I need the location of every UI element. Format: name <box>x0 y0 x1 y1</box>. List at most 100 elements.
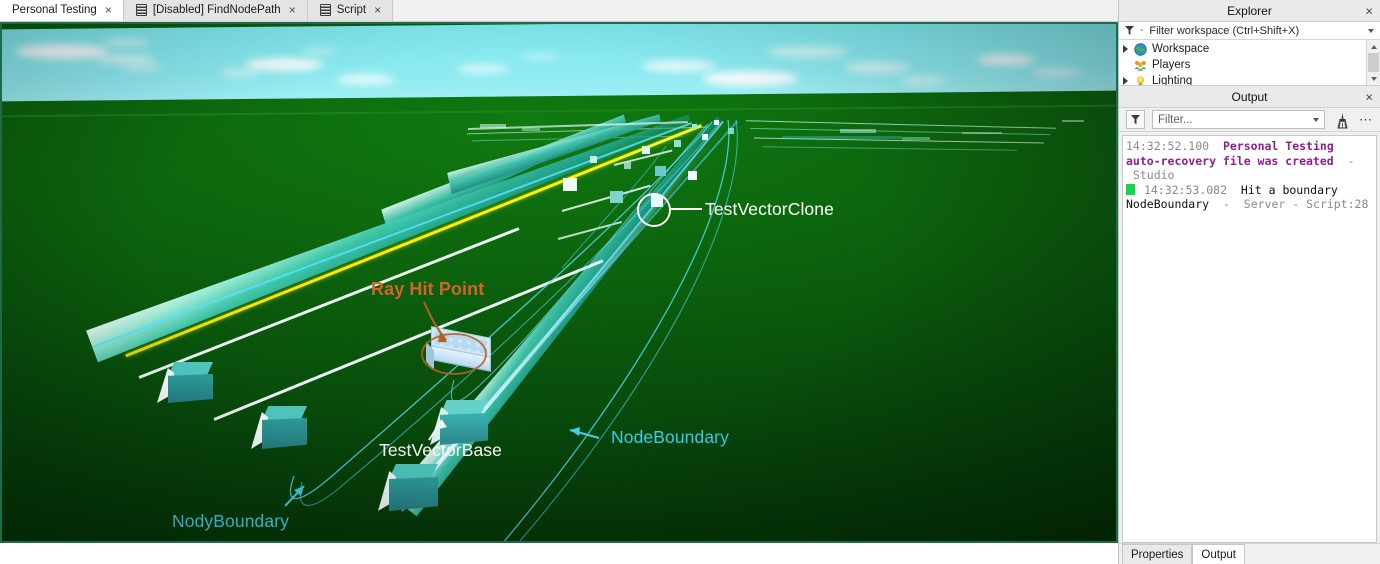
cloud <box>122 63 162 71</box>
tab-label: [Disabled] FindNodePath <box>152 4 281 16</box>
cloud <box>844 62 910 73</box>
3d-viewport[interactable]: TestVectorClone Ray Hit Point TestVector… <box>0 22 1118 543</box>
log-source: Studio <box>1132 168 1175 182</box>
explorer-filter-row[interactable]: - Filter workspace (Ctrl+Shift+X) <box>1119 22 1380 40</box>
annotation-ray-hit-point: Ray Hit Point <box>371 279 485 299</box>
tab-label: Personal Testing <box>12 3 97 16</box>
lightbulb-icon <box>1134 75 1147 85</box>
right-dock: Explorer × - Filter workspace (Ctrl+Shif… <box>1118 0 1380 564</box>
tab-findnodepath[interactable]: [Disabled] FindNodePath × <box>123 0 308 21</box>
log-entry: 14:32:53.082 Hit a boundary NodeBoundary… <box>1125 183 1374 212</box>
cloud <box>902 76 946 85</box>
explorer-filter-input[interactable]: Filter workspace (Ctrl+Shift+X) <box>1149 24 1300 37</box>
ray-hit-brick <box>426 326 494 374</box>
dock-tab-properties[interactable]: Properties <box>1122 544 1193 564</box>
script-icon <box>135 4 147 16</box>
output-filter-input[interactable]: Filter... <box>1152 110 1325 129</box>
output-filter-button[interactable] <box>1126 110 1145 129</box>
funnel-icon <box>1130 114 1141 125</box>
annotation-testvectorbase: TestVectorBase <box>379 440 502 460</box>
output-toolbar: Filter... ⋯ <box>1119 108 1380 132</box>
cloud <box>457 64 509 74</box>
annotation-testvectorclone: TestVectorClone <box>705 199 834 219</box>
vector-cube-small <box>692 124 697 129</box>
log-message: Hit a boundary NodeBoundary <box>1126 182 1338 212</box>
output-more-button[interactable]: ⋯ <box>1359 112 1373 127</box>
log-timestamp: 14:32:52.100 <box>1126 139 1210 153</box>
cloud <box>220 69 260 77</box>
people-icon <box>1134 59 1147 72</box>
tab-close-icon[interactable]: × <box>104 2 112 17</box>
script-icon <box>319 4 331 16</box>
vector-cube-small <box>590 156 597 163</box>
close-icon[interactable]: × <box>1365 89 1373 104</box>
vector-cube-small <box>674 140 681 147</box>
tree-item-workspace[interactable]: Workspace <box>1119 41 1380 57</box>
output-panel-title: Output × <box>1119 86 1380 108</box>
log-entry: 14:32:52.100 Personal Testing auto-recov… <box>1125 139 1374 183</box>
tab-personal-testing[interactable]: Personal Testing × <box>0 0 124 21</box>
cloud <box>102 38 150 47</box>
vector-cube-small <box>728 128 734 134</box>
vector-cube-small <box>642 146 650 154</box>
cloud <box>1032 68 1082 77</box>
output-title-label: Output <box>1231 89 1268 104</box>
cloud <box>94 54 154 64</box>
cloud <box>16 44 108 59</box>
tree-item-players[interactable]: Players <box>1119 57 1380 73</box>
vector-cube <box>251 406 307 450</box>
dock-tab-label: Output <box>1201 548 1236 561</box>
log-source: Server - Script:28 <box>1243 197 1369 211</box>
dock-tab-label: Properties <box>1131 548 1184 561</box>
annotation-nodyboundary: NodyBoundary <box>172 511 289 531</box>
funnel-icon <box>1125 26 1134 35</box>
log-separator: - <box>1347 153 1355 168</box>
cloud <box>302 48 336 55</box>
cloud <box>337 74 395 85</box>
dock-tab-bar: Properties Output <box>1119 543 1380 564</box>
vector-cube <box>378 464 438 512</box>
cloud <box>522 53 558 60</box>
vector-cube-small <box>624 162 631 169</box>
log-timestamp: 14:32:53.082 <box>1143 182 1228 197</box>
cloud <box>977 54 1035 66</box>
explorer-tree[interactable]: Workspace Players <box>1119 40 1380 86</box>
chevron-down-icon[interactable] <box>1313 117 1319 122</box>
chevron-right-icon[interactable] <box>1123 45 1128 53</box>
tree-item-label: Workspace <box>1152 43 1210 55</box>
editor-tab-strip: Personal Testing × [Disabled] FindNodePa… <box>0 0 1118 22</box>
annotation-nodeboundary: NodeBoundary <box>611 427 729 447</box>
output-log[interactable]: 14:32:52.100 Personal Testing auto-recov… <box>1122 135 1377 543</box>
tab-close-icon[interactable]: × <box>288 3 296 17</box>
chevron-right-icon[interactable] <box>1123 77 1128 85</box>
scroll-down-button[interactable] <box>1367 72 1380 85</box>
vector-cube <box>157 362 213 404</box>
cloud <box>702 71 798 86</box>
vector-cube-small <box>702 134 708 140</box>
dock-tab-output[interactable]: Output <box>1192 544 1245 564</box>
clear-output-button[interactable] <box>1332 110 1352 129</box>
log-separator: - <box>1222 197 1230 211</box>
tree-item-lighting[interactable]: Lighting <box>1119 73 1380 86</box>
tab-script[interactable]: Script × <box>307 0 394 21</box>
vector-cube-small <box>610 191 623 203</box>
spacer-icon <box>1123 61 1128 69</box>
vector-cube-small <box>714 120 719 125</box>
cloud <box>642 60 716 72</box>
globe-icon <box>1134 42 1147 56</box>
log-status-chip <box>1126 183 1135 195</box>
chevron-down-icon[interactable] <box>1368 28 1374 33</box>
close-icon[interactable]: × <box>1365 3 1373 18</box>
explorer-title-label: Explorer <box>1227 3 1272 18</box>
vector-cube-small <box>651 195 663 207</box>
broom-icon <box>1336 113 1348 129</box>
explorer-scrollbar[interactable] <box>1366 40 1380 85</box>
scroll-thumb[interactable] <box>1368 53 1379 72</box>
tab-close-icon[interactable]: × <box>374 3 382 17</box>
vector-cube-small <box>655 166 666 176</box>
cloud <box>245 58 323 71</box>
tree-item-label: Lighting <box>1152 75 1193 86</box>
explorer-panel-title: Explorer × <box>1119 0 1380 22</box>
scroll-up-button[interactable] <box>1367 40 1380 53</box>
